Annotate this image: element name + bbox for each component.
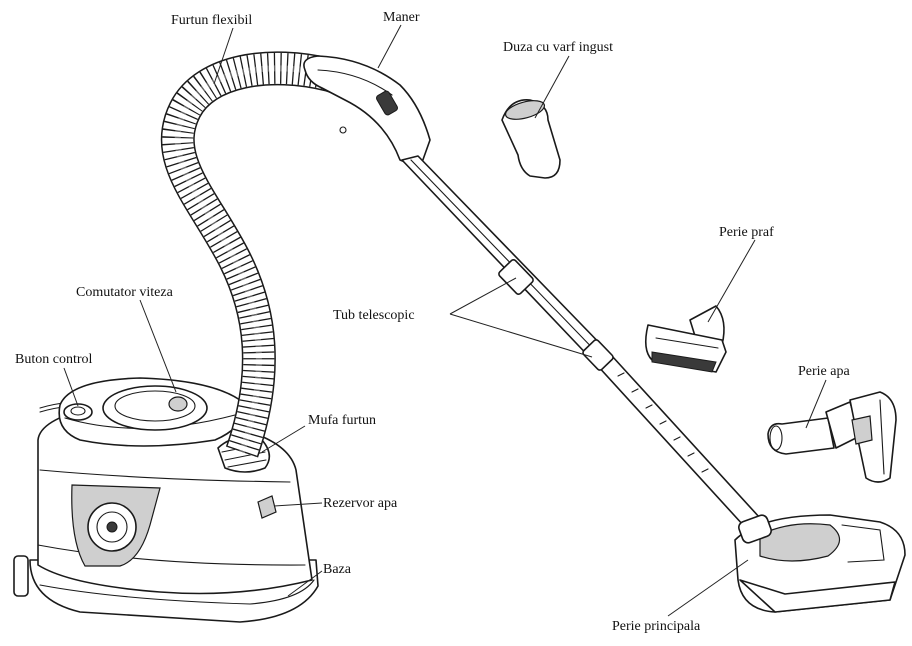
crevice-nozzle bbox=[501, 99, 561, 179]
leader-perie-principala bbox=[667, 559, 749, 617]
speed-dial bbox=[102, 385, 208, 431]
label-perie-principala: Perie principala bbox=[612, 619, 701, 634]
leader-duza bbox=[534, 55, 570, 119]
tube-clip-lower bbox=[582, 339, 614, 371]
label-mufa-furtun: Mufa furtun bbox=[308, 413, 376, 428]
label-tub-telescopic: Tub telescopic bbox=[333, 308, 415, 323]
label-perie-apa: Perie apa bbox=[798, 364, 850, 379]
dust-brush bbox=[644, 305, 727, 373]
label-duza-cu-varf-ingust: Duza cu varf ingust bbox=[503, 40, 613, 55]
side-latch bbox=[257, 495, 277, 519]
label-comutator-viteza: Comutator viteza bbox=[76, 285, 174, 300]
canister-body bbox=[13, 377, 319, 623]
control-button bbox=[63, 403, 93, 421]
front-fan bbox=[87, 502, 137, 552]
label-baza: Baza bbox=[323, 562, 352, 577]
handle-slider bbox=[376, 90, 398, 116]
label-perie-praf: Perie praf bbox=[719, 225, 774, 240]
leader-furtun-flexibil bbox=[213, 27, 234, 85]
leader-rezervor bbox=[273, 502, 323, 507]
label-furtun-flexibil: Furtun flexibil bbox=[171, 13, 252, 28]
leader-buton bbox=[63, 367, 79, 407]
flexible-hose bbox=[160, 51, 351, 458]
leader-perie-apa bbox=[805, 379, 827, 429]
leader-perie-praf bbox=[707, 239, 756, 323]
main-brush bbox=[734, 514, 906, 613]
label-maner: Maner bbox=[383, 10, 420, 25]
leader-lines bbox=[63, 24, 827, 617]
tube-clip-upper bbox=[498, 259, 534, 295]
leader-baza bbox=[287, 570, 323, 597]
labels: Furtun flexibil Maner Duza cu varf ingus… bbox=[15, 10, 850, 634]
label-buton-control: Buton control bbox=[15, 352, 92, 367]
water-brush bbox=[767, 391, 897, 483]
telescopic-tube bbox=[401, 155, 761, 527]
base-foot bbox=[13, 555, 29, 597]
leader-comutator bbox=[139, 299, 177, 393]
leader-tub-upper bbox=[449, 277, 517, 315]
label-rezervor-apa: Rezervor apa bbox=[323, 496, 398, 511]
leader-maner bbox=[377, 24, 402, 69]
leader-tub-lower bbox=[449, 313, 593, 358]
leader-mufa bbox=[261, 425, 306, 453]
handle bbox=[303, 55, 431, 169]
